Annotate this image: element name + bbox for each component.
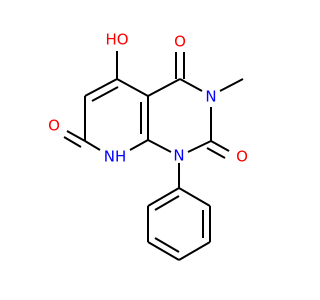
bond-ph-1-2 — [147, 187, 180, 207]
bond-c4a-c4 — [147, 78, 181, 97]
bond-ph-inner-b — [154, 237, 180, 253]
bond-c8a-n8 — [129, 139, 149, 151]
bond-ph-3-4 — [147, 241, 180, 261]
bond-c2-o2 — [210, 140, 230, 152]
atom-label-o4: O — [174, 33, 186, 51]
bond-c7-o7 — [66, 130, 86, 142]
bond-n8-c7 — [84, 140, 101, 151]
bond-n1-c8a — [147, 139, 172, 153]
atom-label-n1: N — [173, 147, 184, 165]
bond-c6-c5 — [84, 78, 118, 97]
bond-c2-n1 — [187, 140, 212, 153]
structure-canvas: HO O N O N NH O — [48, 31, 248, 261]
bond-ph-6-1 — [178, 187, 211, 207]
atom-label-o7: O — [48, 117, 60, 135]
bond-n3-methyl — [219, 78, 244, 92]
bond-ph-4-5 — [178, 241, 211, 261]
bond-c5-c4a — [116, 78, 149, 97]
atom-label-hydroxyl: HO — [105, 31, 128, 49]
bond-c2-o2-2 — [206, 147, 226, 159]
molecule-structure: HO O N O N NH O — [48, 31, 248, 261]
bond-c6-c5-inner — [91, 86, 119, 102]
bond-c7-o7-2 — [63, 136, 82, 148]
bond-c4-n3 — [179, 78, 203, 92]
atom-label-n8h: NH — [104, 148, 127, 166]
bond-ph-inner-a — [154, 195, 180, 211]
atom-label-o2: O — [236, 148, 248, 166]
atom-label-n3: N — [205, 88, 216, 106]
